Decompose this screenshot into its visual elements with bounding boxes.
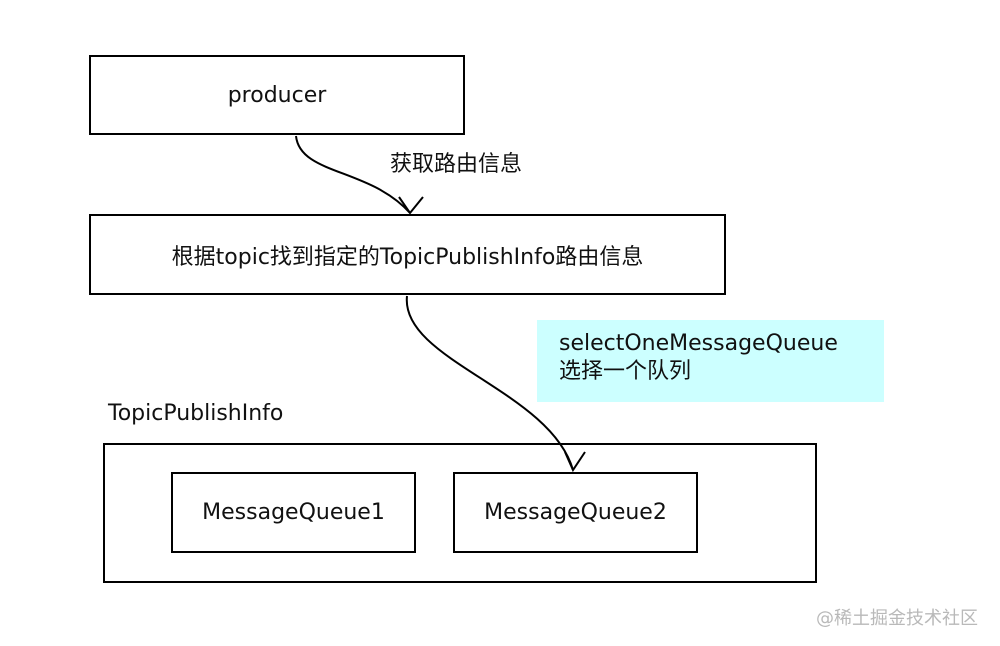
topic-publish-info-title: TopicPublishInfo — [108, 401, 284, 426]
producer-node: producer — [89, 55, 465, 135]
producer-to-route-arrowhead-icon — [398, 196, 424, 215]
message-queue-2-node: MessageQueue2 — [453, 472, 698, 553]
watermark: @稀土掘金技术社区 — [816, 608, 978, 629]
route-lookup-label: 根据topic找到指定的TopicPublishInfo路由信息 — [171, 244, 644, 270]
select-queue-method-label: selectOneMessageQueue — [559, 331, 838, 356]
message-queue-1-node: MessageQueue1 — [171, 472, 416, 553]
select-queue-note: selectOneMessageQueue 选择一个队列 — [537, 320, 884, 402]
get-route-info-label: 获取路由信息 — [390, 152, 523, 177]
select-queue-desc-label: 选择一个队列 — [559, 359, 692, 384]
route-lookup-node: 根据topic找到指定的TopicPublishInfo路由信息 — [89, 214, 726, 295]
message-queue-1-label: MessageQueue1 — [202, 500, 385, 525]
producer-label: producer — [227, 82, 327, 108]
message-queue-2-label: MessageQueue2 — [484, 500, 667, 525]
